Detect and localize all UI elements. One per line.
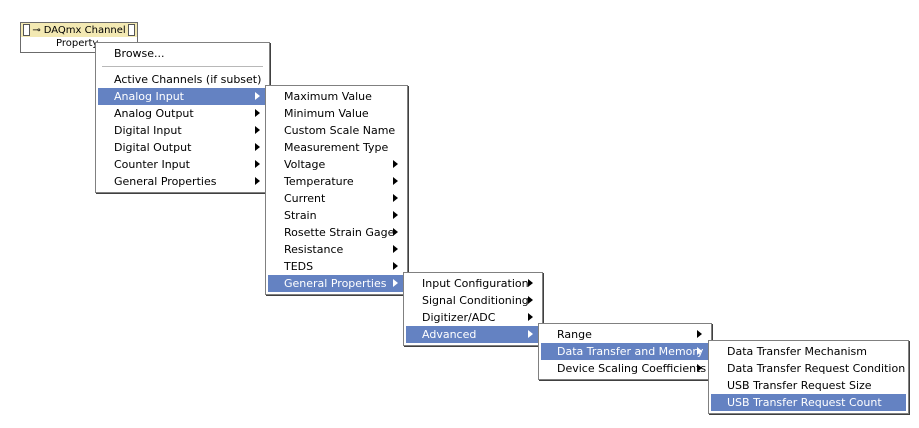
menu-item-label: Advanced: [422, 328, 477, 341]
submenu-arrow-icon: [255, 160, 260, 168]
menu-item-temperature[interactable]: Temperature: [268, 173, 405, 190]
menu-separator: [102, 66, 263, 67]
submenu-arrow-icon: [393, 279, 398, 287]
menu-item-label: General Properties: [114, 175, 217, 188]
submenu-arrow-icon: [528, 330, 533, 338]
menu-item-label: Digital Output: [114, 141, 192, 154]
menu-item-label: Data Transfer Request Condition: [727, 362, 906, 375]
menu-item-device-scaling-coefficients[interactable]: Device Scaling Coefficients: [541, 360, 709, 377]
menu-item-label: Analog Output: [114, 107, 194, 120]
menu-item-signal-conditioning[interactable]: Signal Conditioning: [406, 292, 540, 309]
menu-item-resistance[interactable]: Resistance: [268, 241, 405, 258]
submenu-arrow-icon: [255, 143, 260, 151]
menu-item-label: Active Channels (if subset): [114, 73, 262, 86]
menu-item-range[interactable]: Range: [541, 326, 709, 343]
menu-item-label: Resistance: [284, 243, 344, 256]
submenu-arrow-icon: [255, 109, 260, 117]
menu-item-input-configuration[interactable]: Input Configuration: [406, 275, 540, 292]
menu-item-label: Strain: [284, 209, 317, 222]
menu-item-analog-output[interactable]: Analog Output: [98, 105, 267, 122]
menu-item-digital-input[interactable]: Digital Input: [98, 122, 267, 139]
menu-item-label: Measurement Type: [284, 141, 389, 154]
submenu-arrow-icon: [255, 177, 260, 185]
menu-item-label: Digitizer/ADC: [422, 311, 496, 324]
reference-terminal-icon: [23, 24, 31, 36]
menu-item-active-channels-if-subset[interactable]: Active Channels (if subset): [98, 71, 267, 88]
menu-item-counter-input[interactable]: Counter Input: [98, 156, 267, 173]
menu-item-label: Maximum Value: [284, 90, 372, 103]
menu-item-minimum-value[interactable]: Minimum Value: [268, 105, 405, 122]
submenu-arrow-icon: [697, 364, 702, 372]
menu-item-label: Custom Scale Name: [284, 124, 396, 137]
menu-item-label: TEDS: [284, 260, 314, 273]
submenu-arrow-icon: [528, 296, 533, 304]
menu-item-data-transfer-and-memory[interactable]: Data Transfer and Memory: [541, 343, 709, 360]
menu-item-label: Temperature: [284, 175, 354, 188]
submenu-arrow-icon: [393, 228, 398, 236]
menu-item-measurement-type[interactable]: Measurement Type: [268, 139, 405, 156]
menu-item-label: Analog Input: [114, 90, 184, 103]
submenu-arrow-icon: [697, 347, 702, 355]
menu-item-label: Rosette Strain Gage: [284, 226, 395, 239]
menu-item-teds[interactable]: TEDS: [268, 258, 405, 275]
menu-item-general-properties[interactable]: General Properties: [98, 173, 267, 190]
reference-out-terminal-icon: [127, 24, 135, 36]
menu-item-label: Voltage: [284, 158, 326, 171]
menu-item-usb-transfer-request-size[interactable]: USB Transfer Request Size: [711, 377, 906, 394]
submenu-arrow-icon: [393, 177, 398, 185]
menu-item-label: Signal Conditioning: [422, 294, 529, 307]
menu-item-rosette-strain-gage[interactable]: Rosette Strain Gage: [268, 224, 405, 241]
submenu-arrow-icon: [393, 262, 398, 270]
menu-item-voltage[interactable]: Voltage: [268, 156, 405, 173]
menu-item-data-transfer-mechanism[interactable]: Data Transfer Mechanism: [711, 343, 906, 360]
property-label: Property: [56, 38, 99, 49]
submenu-arrow-icon: [393, 211, 398, 219]
submenu-arrow-icon: [255, 92, 260, 100]
menu-item-label: Counter Input: [114, 158, 190, 171]
menu-item-data-transfer-request-condition[interactable]: Data Transfer Request Condition: [711, 360, 906, 377]
channel-connector-icon: ⊸: [32, 24, 41, 36]
menu-item-maximum-value[interactable]: Maximum Value: [268, 88, 405, 105]
submenu-arrow-icon: [393, 194, 398, 202]
menu-item-label: USB Transfer Request Count: [727, 396, 882, 409]
menu-item-label: Minimum Value: [284, 107, 369, 120]
menu-item-browse[interactable]: Browse...: [98, 45, 267, 62]
menu-item-label: Input Configuration: [422, 277, 529, 290]
menu-item-label: Data Transfer Mechanism: [727, 345, 867, 358]
property-node-header[interactable]: ⊸ DAQmx Channel: [20, 22, 138, 38]
menu-item-general-properties[interactable]: General Properties: [268, 275, 405, 292]
context-menu: Browse... Active Channels (if subset) Ana…: [95, 42, 270, 193]
menu-item-label: Browse...: [114, 47, 165, 60]
menu-item-label: Range: [557, 328, 592, 341]
menu-item-label: Current: [284, 192, 326, 205]
submenu-arrow-icon: [697, 330, 702, 338]
menu-item-digitizer-adc[interactable]: Digitizer/ADC: [406, 309, 540, 326]
menu-item-label: Digital Input: [114, 124, 182, 137]
menu-item-usb-transfer-request-count[interactable]: USB Transfer Request Count: [711, 394, 906, 411]
submenu-arrow-icon: [528, 279, 533, 287]
menu-item-custom-scale-name[interactable]: Custom Scale Name: [268, 122, 405, 139]
menu-item-advanced[interactable]: Advanced: [406, 326, 540, 343]
menu-item-analog-input[interactable]: Analog Input: [98, 88, 267, 105]
property-node-title: DAQmx Channel: [43, 24, 126, 36]
submenu-arrow-icon: [393, 245, 398, 253]
menu-item-current[interactable]: Current: [268, 190, 405, 207]
submenu-arrow-icon: [393, 160, 398, 168]
menu-item-digital-output[interactable]: Digital Output: [98, 139, 267, 156]
menu-item-strain[interactable]: Strain: [268, 207, 405, 224]
submenu-arrow-icon: [528, 313, 533, 321]
menu-item-label: Data Transfer and Memory: [557, 345, 704, 358]
submenu-arrow-icon: [255, 126, 260, 134]
menu-item-label: Device Scaling Coefficients: [557, 362, 707, 375]
menu-item-label: USB Transfer Request Size: [727, 379, 872, 392]
menu-item-label: General Properties: [284, 277, 387, 290]
